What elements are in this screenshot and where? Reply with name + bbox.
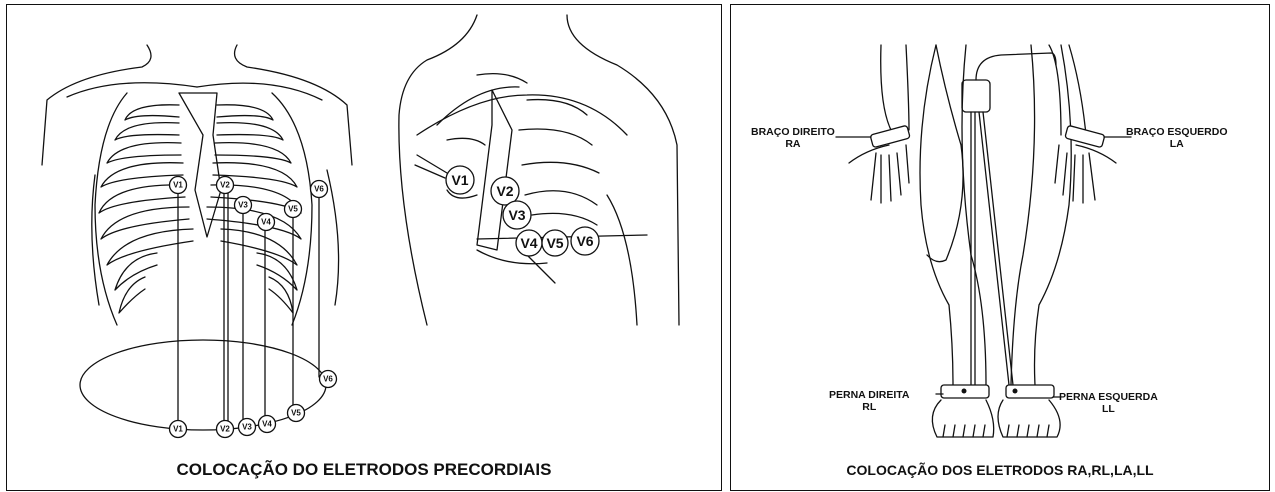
label-v2-ring: V2: [220, 425, 230, 434]
label-v1-front: V1: [173, 181, 183, 190]
label-la: BRAÇO ESQUERDO LA: [1126, 126, 1228, 150]
label-v2-front: V2: [220, 181, 230, 190]
precordial-panel: V1 V2 V3 V4 V5 V6 V1 V2 V3 V4 V5 V6 V1 V…: [6, 4, 722, 491]
label-la-code: LA: [1126, 138, 1228, 150]
label-ra-code: RA: [751, 138, 835, 150]
label-ra-name: BRAÇO DIREITO: [751, 126, 835, 138]
label-ll-code: LL: [1059, 403, 1158, 415]
label-v2-chest: V2: [496, 183, 513, 199]
label-v5-ring: V5: [291, 409, 301, 418]
label-ll: PERNA ESQUERDA LL: [1059, 391, 1158, 415]
limb-leads-panel: BRAÇO DIREITO RA BRAÇO ESQUERDO LA PERNA…: [730, 4, 1270, 491]
callout-lines: [836, 137, 1131, 397]
label-v5-chest: V5: [546, 235, 563, 251]
electrode-leader-lines: [178, 187, 319, 425]
front-torso: [42, 45, 352, 325]
label-rl-code: RL: [829, 401, 910, 413]
label-ra: BRAÇO DIREITO RA: [751, 126, 835, 150]
label-rl: PERNA DIREITA RL: [829, 389, 910, 413]
limb-leads-caption: COLOCAÇÃO DOS ELETRODOS RA,RL,LA,LL: [731, 462, 1269, 478]
label-v4-chest: V4: [520, 235, 537, 251]
precordial-caption: COLOCAÇÃO DO ELETRODOS PRECORDIAIS: [7, 460, 721, 480]
label-ll-name: PERNA ESQUERDA: [1059, 391, 1158, 403]
label-v6-chest: V6: [576, 233, 593, 249]
label-v5-front: V5: [288, 205, 298, 214]
label-v3-ring: V3: [242, 423, 252, 432]
ring-electrodes: [170, 371, 337, 438]
chest-side-view: [399, 15, 679, 325]
label-v6-ring: V6: [323, 375, 333, 384]
precordial-illustration: V1 V2 V3 V4 V5 V6 V1 V2 V3 V4 V5 V6 V1 V…: [7, 5, 723, 492]
body-figure: [849, 45, 1116, 437]
label-v4-ring: V4: [262, 420, 272, 429]
label-v6-front: V6: [314, 185, 324, 194]
label-rl-name: PERNA DIREITA: [829, 389, 910, 401]
label-v1-ring: V1: [173, 425, 183, 434]
label-v3-chest: V3: [508, 207, 525, 223]
label-v4-front: V4: [261, 218, 271, 227]
limb-leads-illustration: [731, 5, 1271, 492]
front-electrodes: [170, 177, 328, 231]
electrode-bands: [870, 125, 1105, 398]
label-la-name: BRAÇO ESQUERDO: [1126, 126, 1228, 138]
label-v3-front: V3: [238, 201, 248, 210]
label-v1-chest: V1: [451, 172, 468, 188]
